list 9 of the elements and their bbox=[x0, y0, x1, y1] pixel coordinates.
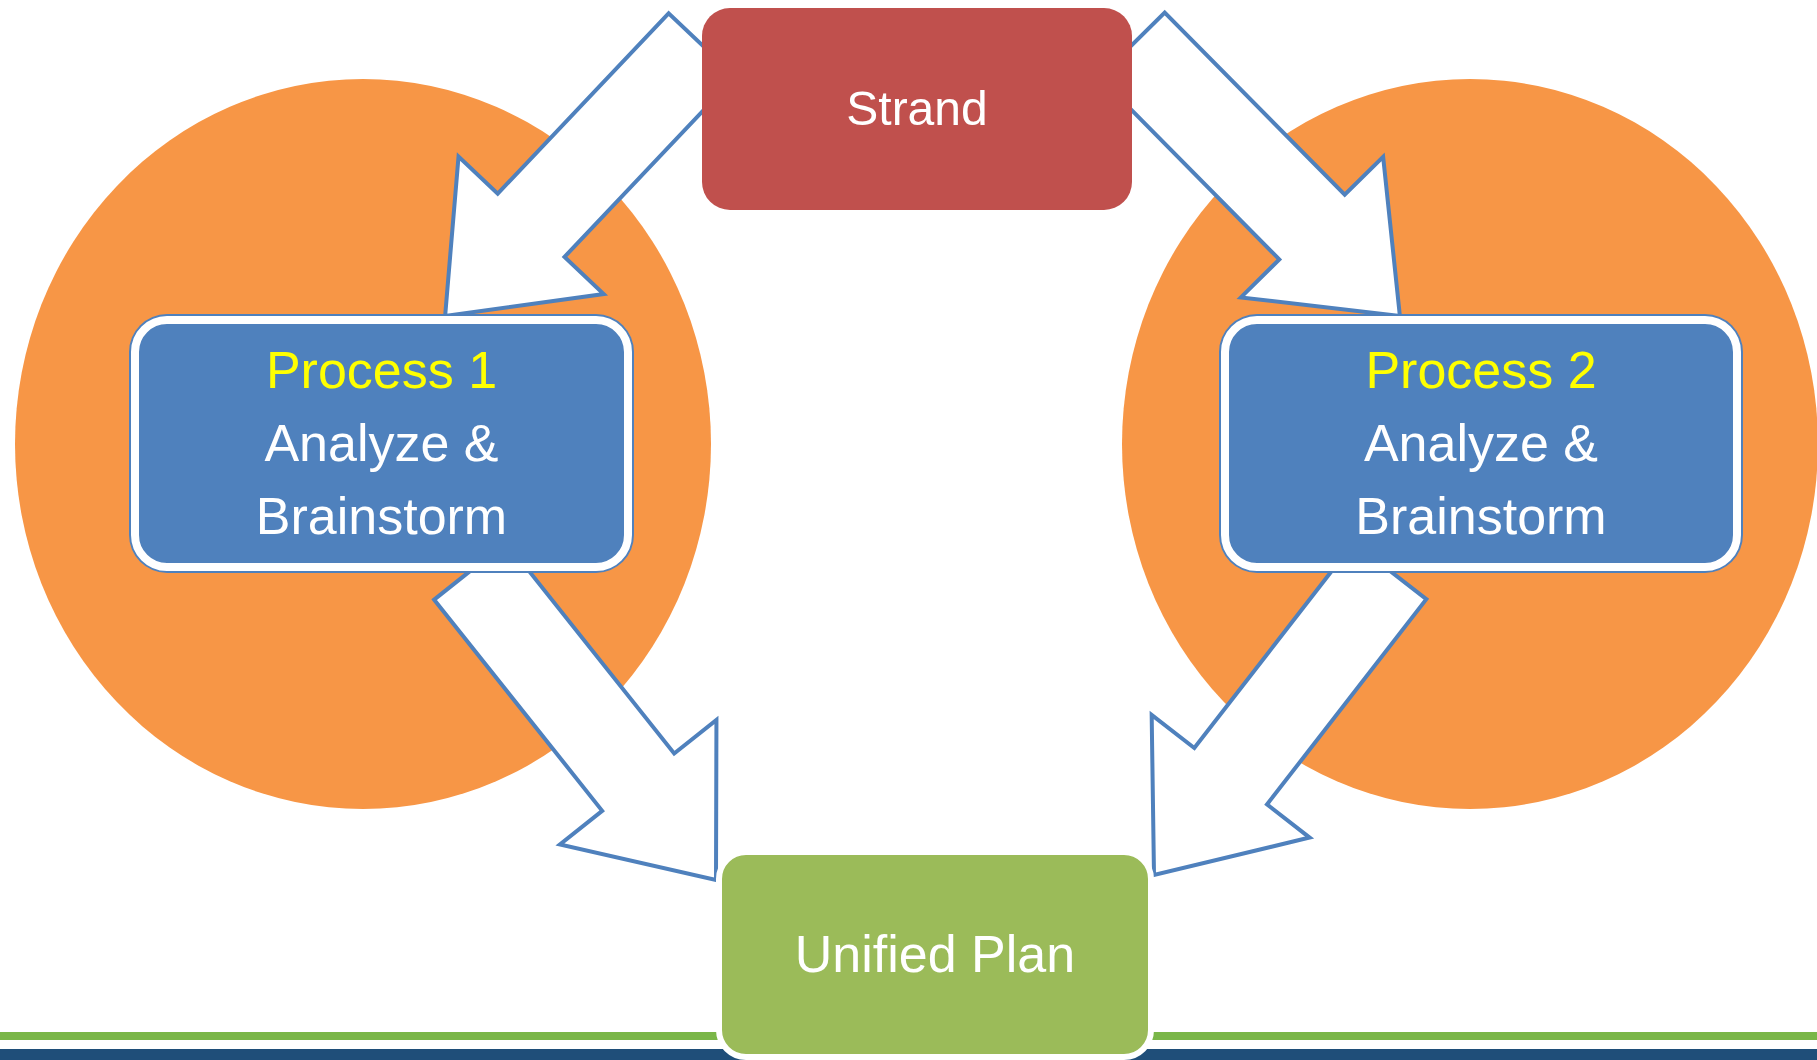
strand-box bbox=[702, 8, 1132, 210]
process-box bbox=[131, 316, 632, 571]
box-label: Strand bbox=[845, 81, 989, 138]
box-heading: Process 2 bbox=[1364, 340, 1598, 402]
process-box bbox=[1221, 316, 1741, 571]
box-label: Analyze & Brainstorm bbox=[1354, 413, 1608, 547]
box-heading: Process 1 bbox=[264, 340, 499, 402]
box-label: Unified Plan bbox=[793, 924, 1077, 986]
box-label: Analyze & Brainstorm bbox=[254, 413, 509, 547]
